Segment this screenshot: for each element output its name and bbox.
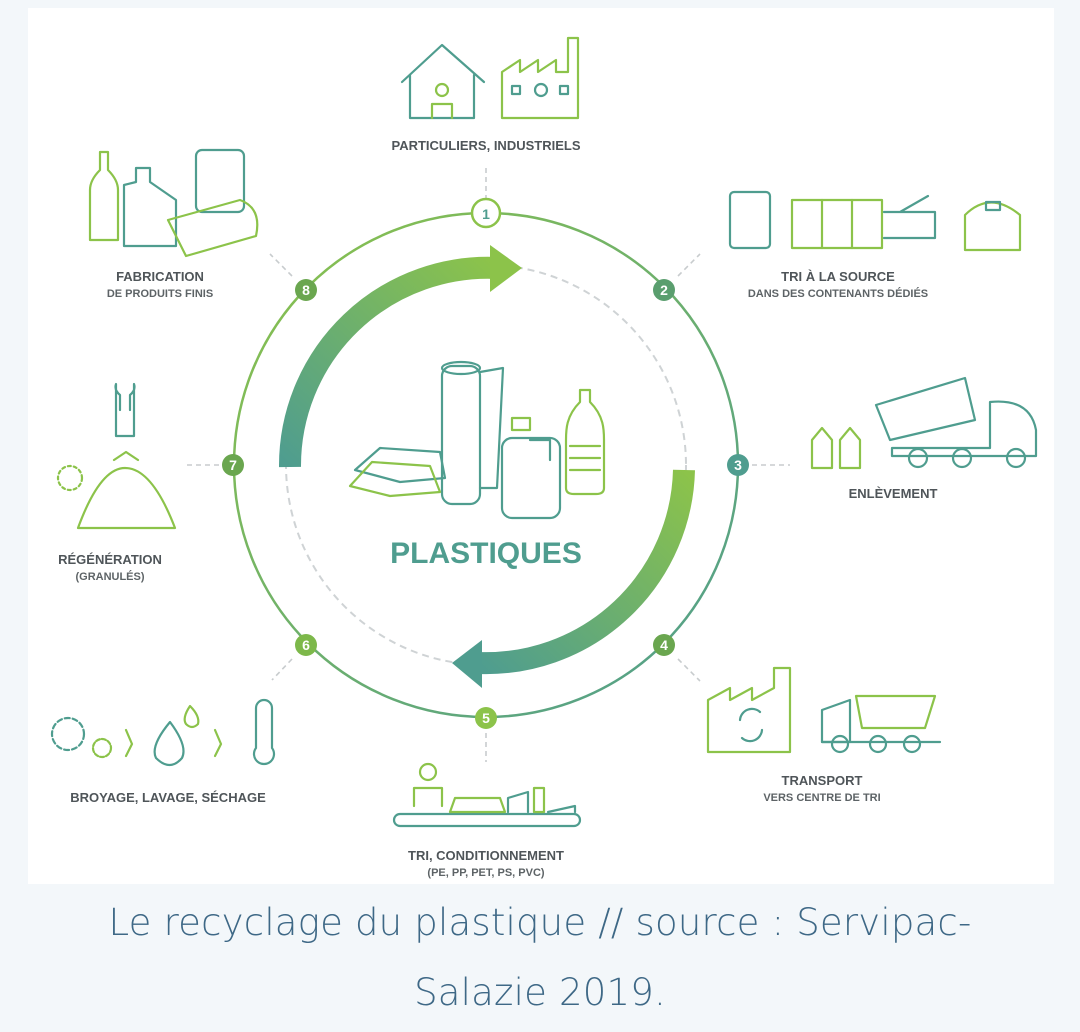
step-node-8: 8 — [295, 279, 317, 301]
step-number: 7 — [229, 457, 237, 473]
step-5-subtitle: (PE, PP, PET, PS, PVC) — [427, 867, 545, 879]
step-number: 2 — [660, 282, 668, 298]
step-node-2: 2 — [653, 279, 675, 301]
step-number: 3 — [734, 457, 742, 473]
arrow-head-bottom — [452, 640, 482, 688]
finished-products-icon — [88, 148, 259, 258]
step-number: 5 — [482, 710, 490, 726]
center-title: PLASTIQUES — [390, 537, 582, 570]
cycle-arrow-bottom — [477, 469, 695, 675]
step-7-title: RÉGÉNÉRATION — [58, 552, 162, 567]
step-8-subtitle: DE PRODUITS FINIS — [107, 288, 213, 300]
step-4-subtitle: VERS CENTRE DE TRI — [763, 792, 880, 804]
step-number: 1 — [482, 206, 490, 222]
conveyor-sorting-icon — [392, 762, 582, 828]
step-5-title: TRI, CONDITIONNEMENT — [408, 848, 564, 863]
step-7-subtitle: (GRANULÉS) — [75, 570, 144, 583]
step-2-title: TRI À LA SOURCE — [781, 269, 895, 284]
step-node-3: 3 — [727, 454, 749, 476]
cycle-arrow-top — [278, 256, 499, 468]
step-2-subtitle: DANS DES CONTENANTS DÉDIÉS — [748, 287, 928, 300]
step-3-title: ENLÈVEMENT — [849, 486, 938, 501]
caption-line-1: Le recyclage du plastique // source : Se… — [108, 901, 972, 944]
collection-truck-icon — [810, 376, 1038, 470]
sorting-bins-icon — [728, 190, 1022, 252]
arrow-head-top — [490, 245, 522, 292]
caption-line-2: Salazie 2019. — [414, 971, 666, 1014]
step-node-4: 4 — [653, 634, 675, 656]
connector-lines — [185, 168, 790, 762]
step-number: 6 — [302, 637, 310, 653]
crush-wash-dry-icon — [50, 698, 276, 767]
step-node-1: 1 — [470, 197, 502, 229]
house-factory-icon — [400, 36, 580, 120]
step-number: 4 — [660, 637, 668, 653]
transport-factory-truck-icon — [706, 666, 942, 754]
plastics-icon — [348, 360, 606, 520]
infographic-panel: PLASTIQUES 1 2 3 4 5 6 7 8 PARTICULIERS,… — [28, 8, 1054, 884]
granules-icon — [56, 382, 177, 530]
image-caption: Le recyclage du plastique // source : Se… — [0, 888, 1080, 1028]
step-node-6: 6 — [295, 634, 317, 656]
step-1-title: PARTICULIERS, INDUSTRIELS — [392, 138, 581, 153]
step-4-title: TRANSPORT — [782, 773, 863, 788]
step-node-7: 7 — [222, 454, 244, 476]
step-node-5: 5 — [475, 707, 497, 729]
step-6-title: BROYAGE, LAVAGE, SÉCHAGE — [70, 790, 266, 805]
step-8-title: FABRICATION — [116, 269, 204, 284]
step-number: 8 — [302, 282, 310, 298]
